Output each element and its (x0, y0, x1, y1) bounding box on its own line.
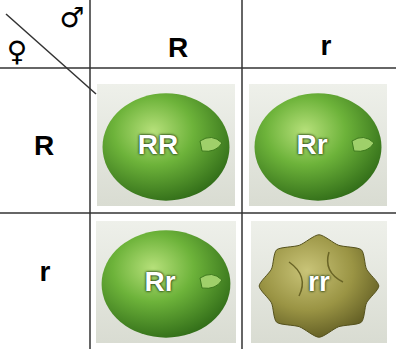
photo-ground (249, 84, 387, 206)
genotype-text: RR (138, 129, 178, 161)
pea-hilum (200, 137, 222, 151)
pea-cell: RR (97, 84, 235, 206)
genotype-text: rr (308, 266, 330, 298)
allele-label: R (34, 132, 54, 160)
wrinkled-pea (259, 235, 379, 337)
round-pea (255, 93, 382, 200)
grid-line (0, 212, 396, 214)
photo-ground (251, 221, 387, 343)
grid-line (89, 0, 91, 349)
pea-hilum (200, 274, 222, 288)
grid-line (0, 67, 396, 69)
round-pea (103, 93, 230, 200)
round-pea (102, 230, 231, 337)
grid-line (241, 0, 243, 349)
photo-ground (96, 221, 236, 343)
pea-cell: Rr (96, 221, 236, 343)
photo-ground (97, 84, 235, 206)
allele-label: r (40, 258, 51, 286)
allele-label: r (321, 32, 332, 60)
sex-symbol: ♀ (7, 38, 28, 66)
pea-hilum (352, 137, 374, 151)
genotype-text: Rr (296, 129, 327, 161)
genotype-text: Rr (144, 266, 175, 298)
pea-cell: rr (251, 221, 387, 343)
sex-symbol: ♂ (59, 4, 84, 32)
allele-label: R (168, 34, 188, 62)
pea-cell: Rr (249, 84, 387, 206)
